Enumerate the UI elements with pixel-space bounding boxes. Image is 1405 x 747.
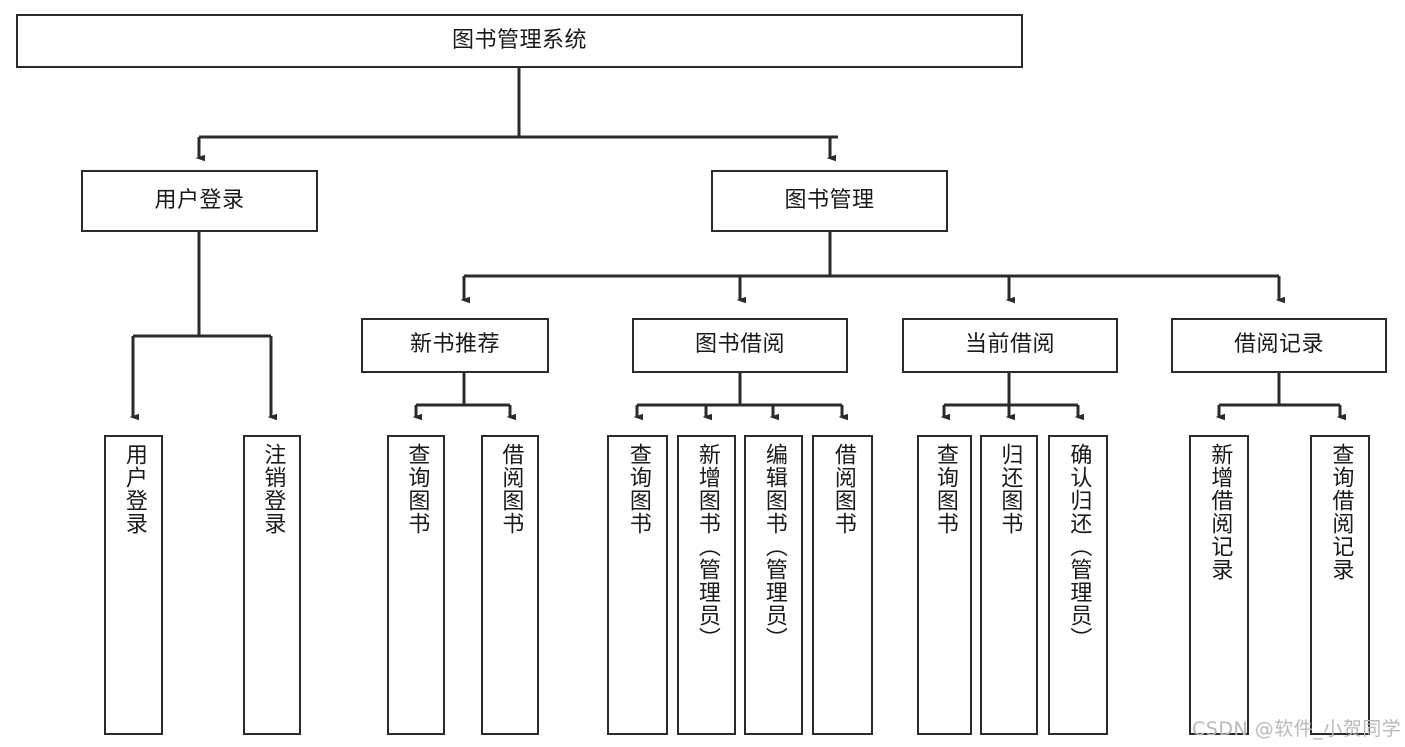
leaf-return-book[interactable]: 归还图书 (980, 435, 1038, 735)
leaf-add-borrow-record[interactable]: 新增借阅记录 (1189, 435, 1249, 735)
node-root[interactable]: 图书管理系统 (16, 14, 1023, 68)
leaf-query-book-newbook-label: 查询图书 (404, 443, 430, 535)
leaf-add-borrow-record-label: 新增借阅记录 (1207, 443, 1233, 581)
leaf-user-login[interactable]: 用户登录 (104, 435, 163, 735)
node-borrow-record[interactable]: 借阅记录 (1171, 318, 1387, 373)
leaf-confirm-return-admin[interactable]: 确认归还（管理员） (1048, 435, 1108, 735)
leaf-confirm-return-admin-label: 确认归还（管理员） (1066, 443, 1092, 650)
leaf-logout-label: 注销登录 (260, 443, 286, 535)
node-user-login[interactable]: 用户登录 (81, 170, 318, 232)
node-user-login-label: 用户登录 (154, 187, 245, 213)
leaf-query-book-current-label: 查询图书 (932, 443, 958, 535)
leaf-edit-book-admin-label: 编辑图书（管理员） (761, 443, 787, 650)
leaf-add-book-admin[interactable]: 新增图书（管理员） (677, 435, 736, 735)
leaf-borrow-book-newbook-label: 借阅图书 (498, 443, 524, 535)
leaf-edit-book-admin[interactable]: 编辑图书（管理员） (744, 435, 803, 735)
leaf-borrow-book-newbook[interactable]: 借阅图书 (481, 435, 539, 735)
leaf-query-book-current[interactable]: 查询图书 (917, 435, 972, 735)
leaf-add-book-admin-label: 新增图书（管理员） (694, 443, 720, 650)
leaf-query-book-newbook[interactable]: 查询图书 (387, 435, 445, 735)
leaf-query-borrow-record[interactable]: 查询借阅记录 (1310, 435, 1370, 735)
node-book-borrow[interactable]: 图书借阅 (632, 318, 848, 373)
leaf-query-book-borrow-label: 查询图书 (625, 443, 651, 535)
node-book-management[interactable]: 图书管理 (711, 170, 948, 232)
leaf-query-book-borrow[interactable]: 查询图书 (607, 435, 668, 735)
node-book-borrow-label: 图书借阅 (694, 332, 785, 358)
leaf-query-borrow-record-label: 查询借阅记录 (1328, 443, 1354, 581)
node-current-borrow-label: 当前借阅 (964, 332, 1055, 358)
node-root-label: 图书管理系统 (451, 27, 587, 53)
leaf-lend-book-label: 借阅图书 (830, 443, 856, 535)
leaf-user-login-label: 用户登录 (121, 443, 147, 535)
leaf-return-book-label: 归还图书 (997, 443, 1023, 535)
node-book-management-label: 图书管理 (784, 187, 875, 213)
node-borrow-record-label: 借阅记录 (1233, 332, 1324, 358)
node-current-borrow[interactable]: 当前借阅 (902, 318, 1118, 373)
node-new-book-recommend[interactable]: 新书推荐 (361, 318, 549, 373)
node-new-book-recommend-label: 新书推荐 (409, 332, 500, 358)
csdn-watermark: CSDN @软件_小贺同学 (1192, 718, 1402, 740)
leaf-logout[interactable]: 注销登录 (243, 435, 301, 735)
leaf-lend-book[interactable]: 借阅图书 (812, 435, 873, 735)
